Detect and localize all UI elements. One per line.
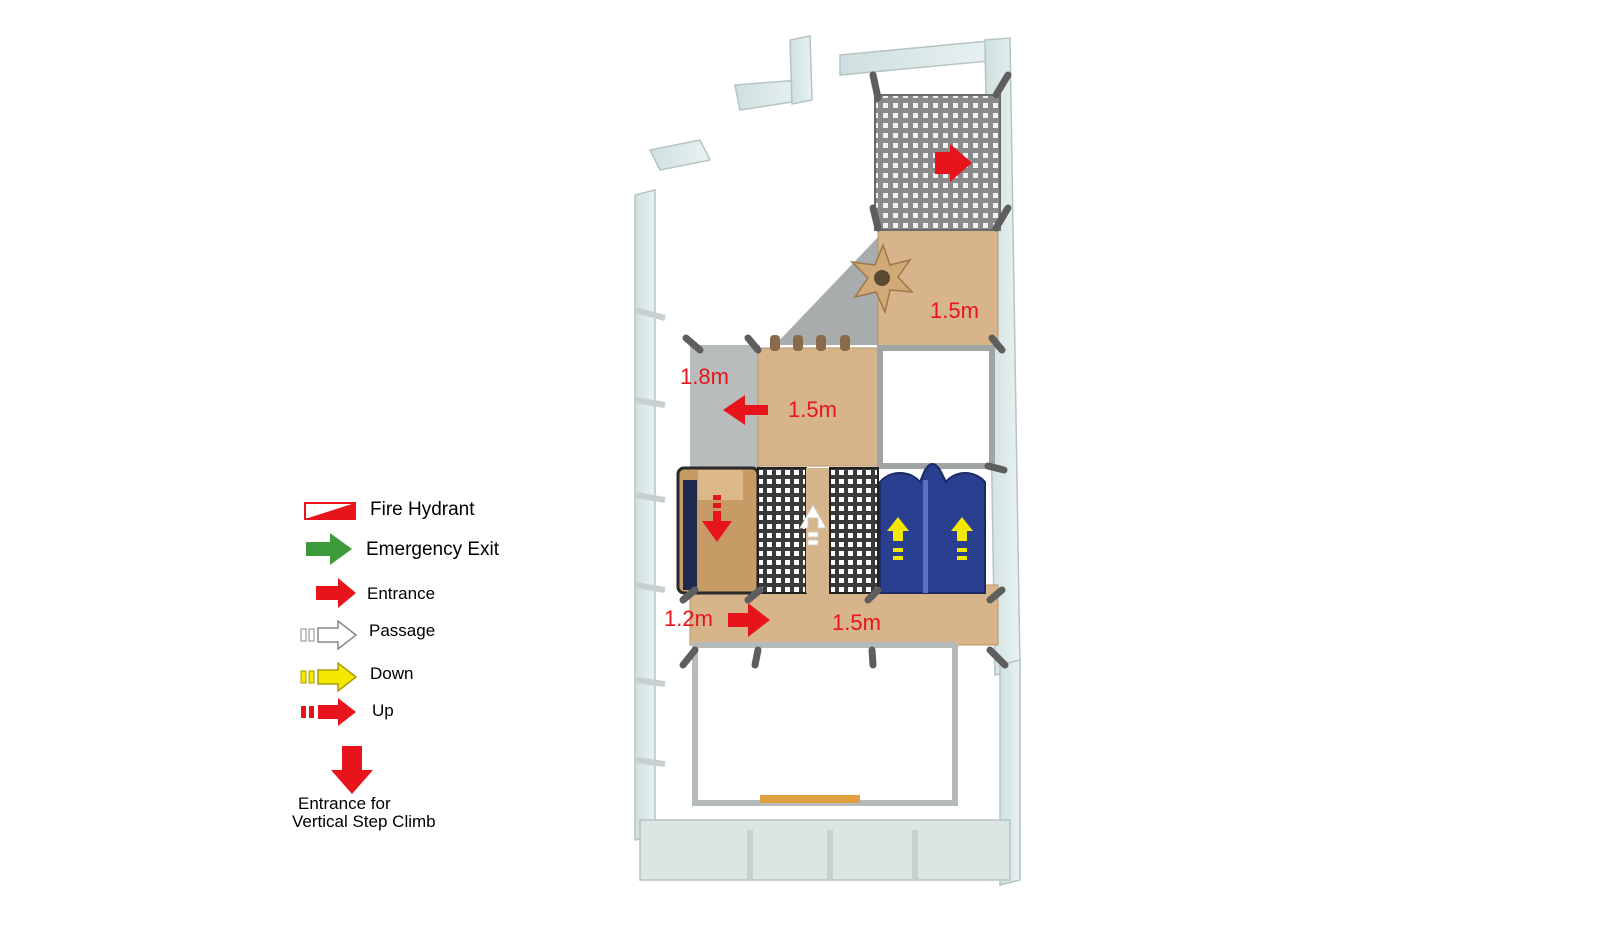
middle-deck bbox=[757, 347, 881, 467]
mesh-wall-right bbox=[829, 467, 879, 594]
height-label-bottom: 1.5m bbox=[832, 610, 881, 635]
height-label-middle: 1.5m bbox=[788, 397, 837, 422]
height-label-bottom-left: 1.2m bbox=[664, 606, 713, 631]
passage-floor bbox=[806, 468, 830, 593]
legend-label-down: Down bbox=[370, 664, 414, 683]
legend-label-entrance: Entrance bbox=[367, 584, 436, 603]
right-frame bbox=[877, 345, 995, 469]
height-label-top: 1.5m bbox=[930, 298, 979, 323]
slide-down-arrow-icon-left bbox=[887, 517, 909, 560]
blue-slides bbox=[879, 463, 986, 594]
left-entrance-arrow-icon bbox=[723, 395, 768, 425]
vertical-step-climb-label-line1: Entrance for bbox=[298, 794, 391, 813]
vertical-step-climb-label-line2: Vertical Step Climb bbox=[292, 812, 436, 831]
deck-platforms bbox=[689, 229, 999, 646]
legend-label-up: Up bbox=[372, 701, 394, 720]
passage-arrow-icon-center bbox=[799, 503, 827, 546]
log-steps bbox=[770, 335, 850, 351]
frame-posts bbox=[679, 71, 1012, 669]
tunnel-up-arrow-icon bbox=[702, 495, 732, 542]
vertical-entrance-arrow-icon bbox=[331, 746, 373, 794]
top-entrance-arrow-icon bbox=[935, 144, 972, 182]
bottom-step bbox=[760, 795, 860, 803]
legend-label-passage: Passage bbox=[369, 621, 436, 640]
glass-divider-ticks bbox=[634, 307, 918, 880]
up-arrow-icon bbox=[301, 698, 356, 726]
height-label-slide: 1.8m bbox=[680, 364, 729, 389]
passage-arrow-icon bbox=[300, 620, 358, 650]
bottom-frame bbox=[692, 642, 958, 806]
mesh-wall-left bbox=[757, 467, 807, 594]
emergency-exit-arrow-icon bbox=[306, 533, 352, 565]
fire-hydrant-icon bbox=[304, 502, 356, 520]
down-arrow-icon bbox=[300, 662, 358, 692]
bottom-entrance-arrow-icon bbox=[728, 603, 770, 637]
slide-down-arrow-icon-right bbox=[951, 517, 973, 560]
entrance-arrow-icon bbox=[316, 578, 356, 608]
legend-label-fire-hydrant: Fire Hydrant bbox=[370, 499, 475, 520]
legend-label-emergency-exit: Emergency Exit bbox=[366, 539, 500, 560]
